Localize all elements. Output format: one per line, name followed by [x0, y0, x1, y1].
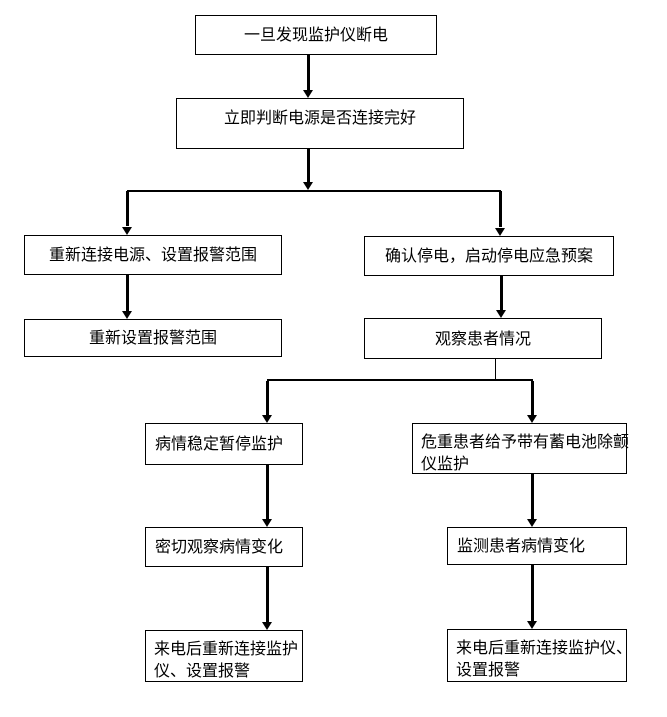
arrowhead-critical-to-monitor [527, 519, 537, 527]
arrow-line-branch-to-critical [530, 381, 534, 415]
flow-node-check-power-connection: 立即判断电源是否连接完好 [176, 98, 464, 149]
arrowhead-monitor-to-restore [527, 621, 537, 629]
arrowhead-branch-to-confirm [495, 228, 505, 236]
flow-node-observe-patient: 观察患者情况 [364, 318, 602, 359]
flow-node-label: 观察患者情况 [434, 328, 531, 348]
flow-node-label: 重新设置报警范围 [88, 328, 217, 347]
flow-node-reconnect-power-set-alarm: 重新连接电源、设置报警范围 [24, 235, 282, 275]
arrowhead-branch-to-reconnect [122, 227, 132, 235]
flow-node-label-line2: 仪监护 [421, 454, 470, 473]
arrowhead-branch-to-stable [262, 415, 272, 423]
flow-node-label: 立即判断电源是否连接完好 [223, 108, 416, 127]
flow-node-label: 监测患者病情变化 [457, 536, 586, 555]
arrowhead-check-to-branch [303, 182, 313, 190]
arrow-line-stable-to-closely-observe [265, 465, 269, 519]
flow-node-power-loss-detected: 一旦发现监护仪断电 [195, 15, 437, 55]
flow-node-label: 确认停电，启动停电应急预案 [384, 246, 593, 265]
arrowhead-branch-to-critical [527, 415, 537, 423]
flow-node-label: 病情稳定暂停监护 [155, 434, 284, 453]
arrow-line-reconnect-to-reset [125, 275, 129, 311]
flow-node-confirm-outage-start-plan: 确认停电，启动停电应急预案 [364, 236, 614, 276]
flow-node-label-line2: 仪、设置报警 [154, 661, 251, 680]
arrowhead-closely-observe-to-restore [262, 622, 272, 630]
branch-line-2 [267, 379, 533, 381]
arrowhead-confirm-to-observe [496, 310, 506, 318]
arrowhead-reconnect-to-reset [122, 311, 132, 319]
flow-node-label-line1: 来电后重新连接监护仪、 [456, 638, 633, 657]
flow-node-closely-observe-changes: 密切观察病情变化 [145, 527, 303, 567]
flow-node-label: 一旦发现监护仪断电 [243, 25, 388, 44]
flow-node-monitor-condition-changes: 监测患者病情变化 [447, 527, 627, 565]
flow-node-label-line1: 危重患者给予带有蓄电池除颤 [421, 432, 630, 451]
arrow-line-detect-to-check [306, 55, 310, 90]
arrow-line-branch-to-reconnect [125, 191, 129, 226]
arrow-line-monitor-to-restore [530, 565, 534, 621]
flow-node-label: 重新连接电源、设置报警范围 [48, 245, 257, 264]
arrow-line-confirm-to-observe [499, 276, 503, 310]
flow-node-reset-alarm-range: 重新设置报警范围 [24, 319, 282, 357]
flow-node-power-restored-reconnect-left: 来电后重新连接监护 仪、设置报警 [145, 630, 303, 682]
arrowhead-stable-to-closely-observe [262, 519, 272, 527]
branch-line-1 [127, 190, 501, 192]
flow-node-label-line2: 设置报警 [456, 660, 521, 679]
connector-line-observe-to-branch [494, 359, 496, 380]
arrow-line-closely-observe-to-restore [265, 567, 269, 622]
flow-node-critical-battery-defibrillator: 危重患者给予带有蓄电池除颤 仪监护 [412, 423, 630, 474]
flow-node-stable-pause-monitoring: 病情稳定暂停监护 [145, 423, 303, 465]
arrow-line-branch-to-confirm [498, 191, 502, 227]
arrowhead-detect-to-check [303, 90, 313, 98]
flow-node-power-restored-reconnect-right: 来电后重新连接监护仪、 设置报警 [447, 629, 633, 682]
flow-node-label: 密切观察病情变化 [155, 537, 284, 556]
arrow-line-check-to-branch [306, 149, 310, 182]
arrow-line-branch-to-stable [265, 381, 269, 415]
flow-node-label-line1: 来电后重新连接监护 [154, 639, 299, 658]
arrow-line-critical-to-monitor [530, 474, 534, 519]
